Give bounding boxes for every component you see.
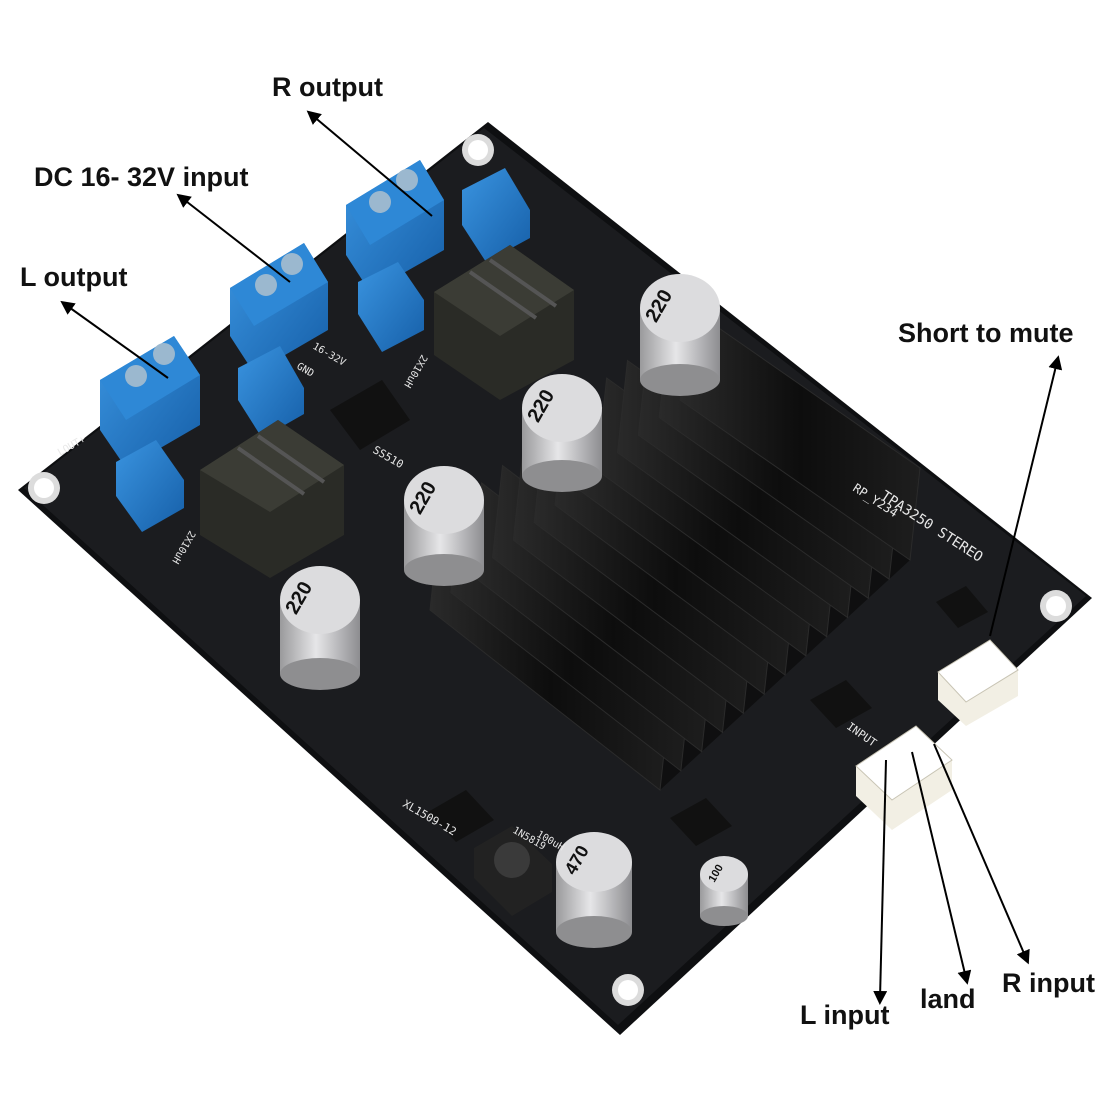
- film-capacitors: [116, 168, 530, 532]
- land-label: land: [920, 984, 976, 1014]
- callout-arrows: [60, 110, 1063, 1005]
- l-output-terminal: [100, 336, 200, 468]
- capacitor-1: 220: [640, 274, 720, 396]
- capacitor-3: 220: [404, 466, 484, 586]
- r-input-label: R input: [1002, 968, 1095, 998]
- capacitor-4: 220: [280, 566, 360, 690]
- dc-input-terminal: [230, 243, 328, 373]
- output-inductors: [200, 245, 574, 578]
- mounting-holes: [28, 134, 1072, 1006]
- heatsink: [429, 307, 921, 791]
- input-connector: [855, 725, 953, 830]
- mute-connector: [937, 639, 1019, 726]
- power-inductor: [474, 826, 552, 916]
- supply-capacitor: 470: [556, 832, 632, 948]
- opamp-ics: [670, 586, 988, 846]
- short-to-mute-label: Short to mute: [898, 318, 1074, 348]
- l-input-label: L input: [800, 1000, 890, 1030]
- r-output-label: R output: [272, 72, 383, 102]
- small-capacitor: 100: [700, 856, 748, 926]
- dc-input-label: DC 16- 32V input: [34, 162, 249, 192]
- r-output-terminal: [346, 160, 444, 292]
- regulator-ic: [428, 790, 494, 842]
- capacitor-2: 220: [522, 374, 602, 492]
- ss510-diode: [330, 380, 410, 450]
- l-output-label: L output: [20, 262, 128, 292]
